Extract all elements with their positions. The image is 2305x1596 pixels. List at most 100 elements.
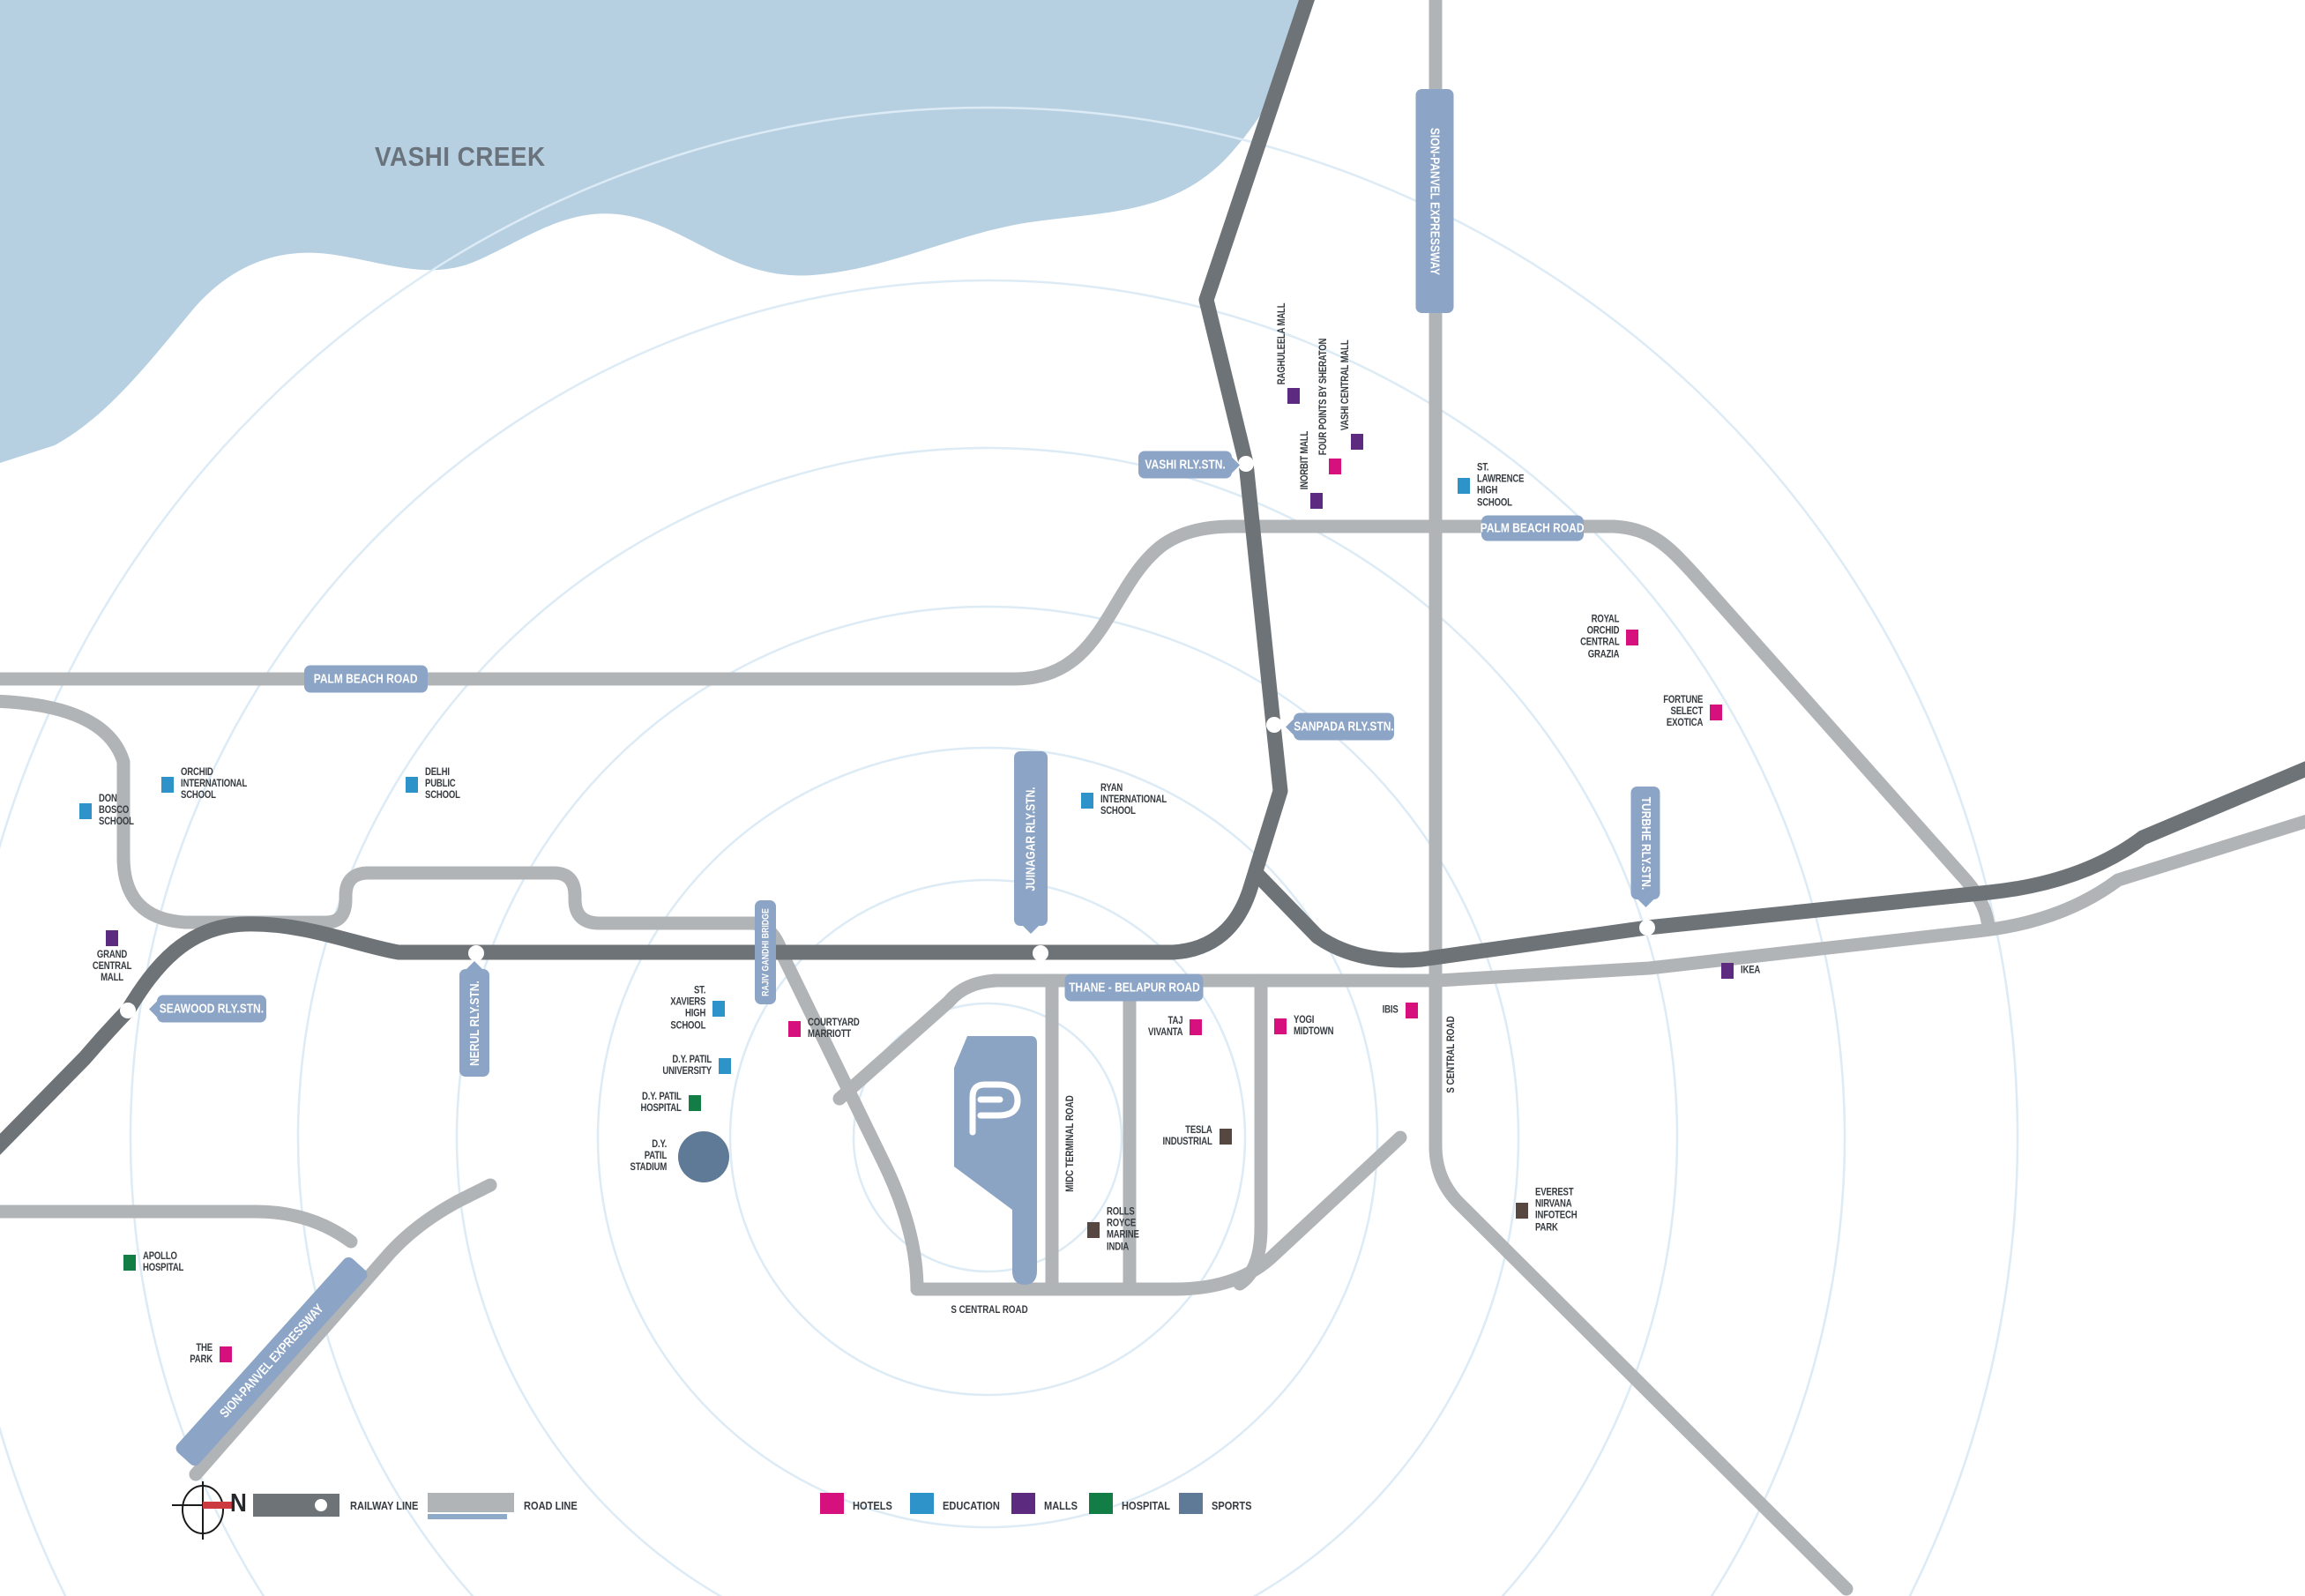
education-marker-square — [1081, 793, 1093, 809]
station-badge-sanpada-rly-stn: SANPADA RLY.STN. — [1286, 712, 1394, 741]
station-badge-juinagar-rly-stn: JUINAGAR RLY.STN. — [1014, 751, 1048, 934]
marker-label: D.Y. PATIL HOSPITAL — [640, 1091, 682, 1114]
hotels-marker-square — [220, 1346, 232, 1362]
badge-pointer-left-icon — [1278, 719, 1294, 735]
hotels-marker-square — [1626, 630, 1638, 645]
hotels-marker-square — [1274, 1018, 1287, 1034]
legend-hospital-swatch — [1089, 1493, 1113, 1514]
hotels-marker-square — [788, 1021, 801, 1037]
legend-label: MALLS — [1044, 1499, 1078, 1512]
marker-label: COURTYARD MARRIOTT — [808, 1017, 860, 1040]
road-badge-rajiv-gandhi-bridge: RAJIV GANDHI BRIDGE — [755, 900, 776, 1004]
road-badge-label: PALM BEACH ROAD — [314, 671, 418, 687]
road-badge-thane-belapur-road: THANE - BELAPUR ROAD — [1064, 973, 1204, 1002]
vashi-creek-label: VASHI CREEK — [375, 141, 546, 172]
legend-malls-swatch — [1011, 1493, 1035, 1514]
marker-label: INORBIT MALL — [1299, 430, 1310, 489]
hotels-marker-square — [1406, 1003, 1418, 1018]
road-badge-label: SION-PANVEL EXPRESSWAY — [1427, 127, 1443, 275]
marker-label: IKEA — [1741, 965, 1761, 976]
education-marker-square — [719, 1058, 731, 1074]
marker-label: ROLLS ROYCE MARINE INDIA — [1107, 1206, 1139, 1253]
marker-label: YOGI MIDTOWN — [1294, 1014, 1334, 1037]
legend-label: ROAD LINE — [524, 1499, 578, 1512]
legend-label: HOTELS — [853, 1499, 892, 1512]
marker-label: TESLA INDUSTRIAL — [1162, 1124, 1212, 1147]
malls-marker-square — [1287, 388, 1300, 404]
road-badge-label: RAJIV GANDHI BRIDGE — [760, 908, 771, 996]
marker-label: VASHI CENTRAL MALL — [1339, 339, 1351, 430]
marker-label: FOUR POINTS BY SHERATON — [1317, 338, 1329, 455]
marker-label: EVEREST NIRVANA INFOTECH PARK — [1535, 1187, 1578, 1234]
education-marker-square — [79, 803, 92, 819]
station-badge-label: NERUL RLY.STN. — [466, 980, 482, 1066]
badge-pointer-right-icon — [1232, 457, 1248, 473]
badge-pointer-down-icon — [1637, 899, 1653, 915]
station-badge-label: TURBHE RLY.STN. — [1637, 796, 1653, 890]
north-label: N — [230, 1489, 247, 1518]
road-label-midc-terminal-road-1: MIDC TERMINAL ROAD — [1065, 1095, 1076, 1192]
marker-label: ORCHID INTERNATIONAL SCHOOL — [181, 767, 247, 802]
legend-railway-dot — [315, 1499, 327, 1511]
marker-label: RAGHULEELA MALL — [1276, 302, 1287, 384]
hospital-marker-square — [689, 1095, 701, 1111]
marker-label: FORTUNE SELECT EXOTICA — [1663, 695, 1703, 729]
station-badge-nerul-rly-stn: NERUL RLY.STN. — [459, 961, 489, 1077]
malls-marker-square — [106, 930, 118, 946]
railway-station-dots — [120, 456, 1655, 1018]
industrial-marker-square — [1516, 1203, 1528, 1219]
malls-marker-square — [1721, 963, 1734, 979]
marker-label: APOLLO HOSPITAL — [143, 1250, 184, 1273]
legend-road-subswatch — [428, 1514, 507, 1519]
marker-label: DON BOSCO SCHOOL — [99, 794, 134, 828]
malls-marker-square — [1310, 493, 1323, 509]
marker-label: D.Y. PATIL UNIVERSITY — [662, 1054, 712, 1077]
legend-road-swatch — [428, 1493, 514, 1512]
malls-marker-square — [1351, 434, 1363, 450]
marker-label: ROYAL ORCHID CENTRAL GRAZIA — [1579, 614, 1620, 660]
legend-label: RAILWAY LINE — [350, 1499, 419, 1512]
road-label-s-central-road-2: S CENTRAL ROAD — [951, 1305, 1028, 1316]
marker-label: RYAN INTERNATIONAL SCHOOL — [1100, 783, 1167, 817]
radius-rings — [0, 107, 2018, 1596]
legend-hotels-swatch — [820, 1493, 844, 1514]
hotels-marker-square — [1190, 1019, 1202, 1035]
station-badge-label: JUINAGAR RLY.STN. — [1023, 786, 1039, 891]
legend-label: EDUCATION — [943, 1499, 1000, 1512]
legend-label: SPORTS — [1212, 1499, 1252, 1512]
station-badge-vashi-rly-stn: VASHI RLY.STN. — [1138, 451, 1240, 479]
marker-label: TAJ VIVANTA — [1147, 1015, 1183, 1038]
developer-logo-shape — [954, 1036, 1037, 1285]
compass-icon — [172, 1481, 232, 1540]
education-marker-square — [712, 1001, 725, 1017]
road-badge-palm-beach-road: PALM BEACH ROAD — [1481, 515, 1585, 541]
hospital-marker-square — [123, 1255, 136, 1271]
marker-label: DELHI PUBLIC SCHOOL — [425, 767, 460, 802]
industrial-marker-square — [1087, 1222, 1100, 1238]
badge-pointer-left-icon — [141, 1001, 157, 1017]
marker-label: THE PARK — [190, 1342, 213, 1365]
road-label-s-central-road-0: S CENTRAL ROAD — [1446, 1016, 1457, 1093]
sports-marker-circle — [678, 1131, 729, 1182]
road-badge-label: THANE - BELAPUR ROAD — [1068, 980, 1200, 996]
station-badge-seawood-rly-stn: SEAWOOD RLY.STN. — [149, 995, 266, 1023]
marker-label: IBIS — [1383, 1004, 1399, 1016]
vashi-creek-water — [0, 0, 1312, 463]
station-badge-label: SEAWOOD RLY.STN. — [159, 1001, 265, 1017]
education-marker-square — [161, 777, 174, 793]
station-badge-label: SANPADA RLY.STN. — [1294, 719, 1394, 735]
marker-label: ST. XAVIERS HIGH SCHOOL — [669, 985, 705, 1032]
legend-sports-swatch — [1179, 1493, 1203, 1514]
marker-label: ST. LAWRENCE HIGH SCHOOL — [1477, 462, 1525, 509]
legend-education-swatch — [910, 1493, 934, 1514]
station-badge-label: VASHI RLY.STN. — [1145, 457, 1226, 473]
developer-logo-glyph — [969, 1081, 1021, 1136]
industrial-marker-square — [1220, 1129, 1232, 1145]
badge-pointer-down-icon — [1023, 926, 1039, 942]
legend-label: HOSPITAL — [1122, 1499, 1171, 1512]
education-marker-square — [1458, 478, 1470, 494]
education-marker-square — [406, 777, 418, 793]
marker-label: GRAND CENTRAL MALL — [92, 950, 132, 984]
legend-railway-swatch — [253, 1494, 339, 1517]
